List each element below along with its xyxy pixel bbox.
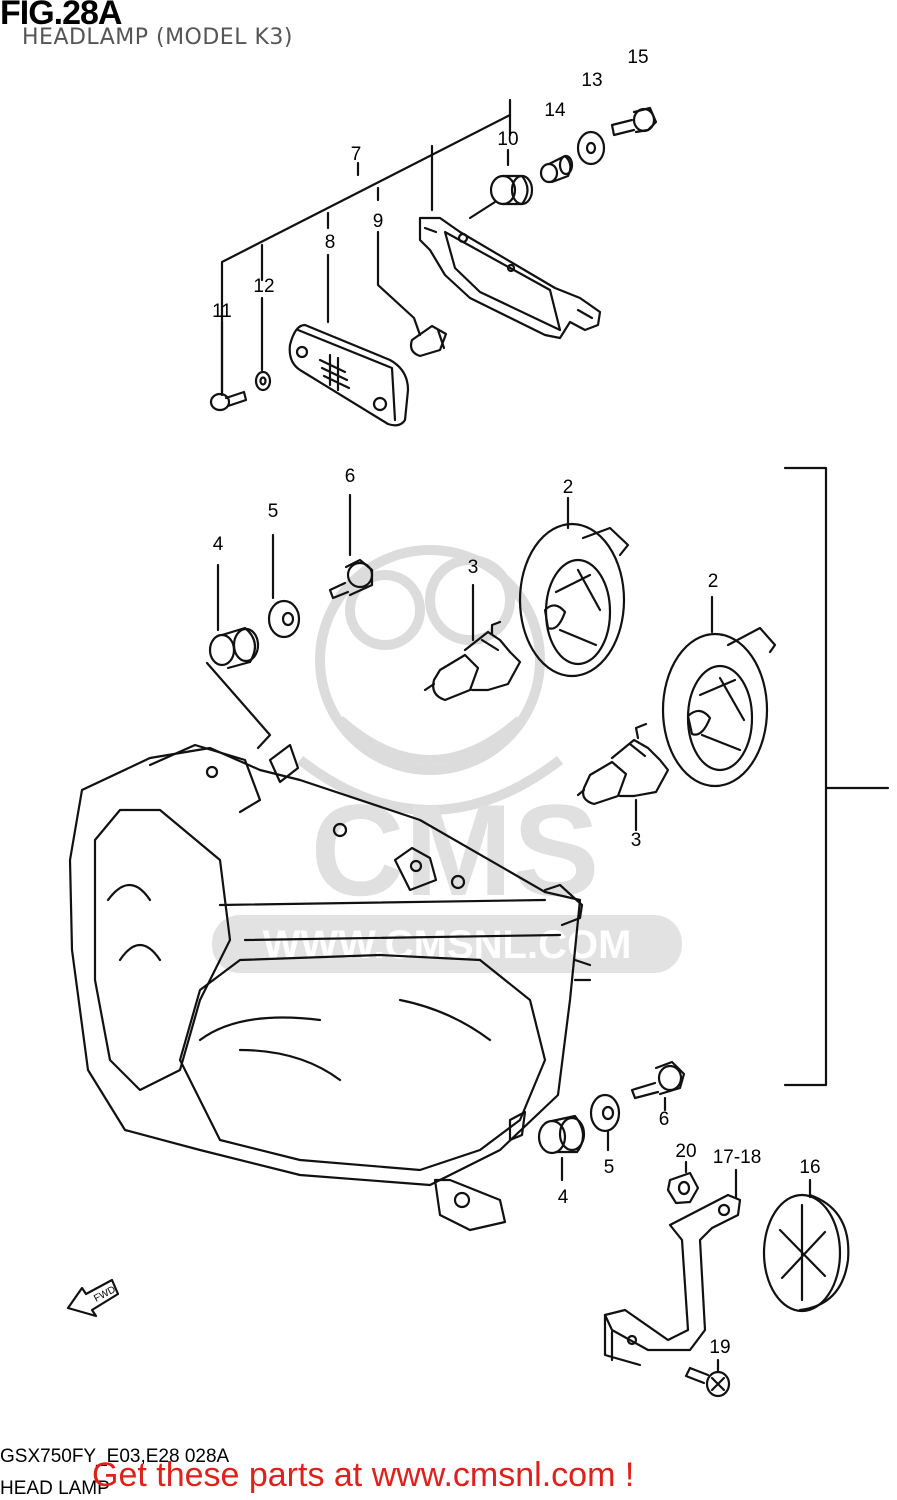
part-12-washer xyxy=(254,370,272,392)
part-2-socket-cover-upper xyxy=(518,496,630,678)
callout-label: 3 xyxy=(631,830,642,851)
callout-label: 3 xyxy=(468,557,479,578)
part-16-cap xyxy=(762,1178,850,1313)
part-19-screw xyxy=(684,1358,731,1398)
figure-subtitle: HEADLAMP (MODEL K3) xyxy=(22,25,293,50)
callout-label: 12 xyxy=(253,276,274,297)
part-9-bulb xyxy=(409,324,448,358)
part-5-washer-upper xyxy=(267,533,301,639)
watermark-url: WWW.CMSNL.COM xyxy=(263,923,632,967)
callout-label: 7 xyxy=(351,144,362,165)
callout-label: 11 xyxy=(212,301,232,322)
callout-label: 6 xyxy=(659,1109,670,1130)
callout-label: 5 xyxy=(604,1157,615,1178)
shop-link-banner[interactable]: Get these parts at www.cmsnl.com ! xyxy=(92,1456,635,1494)
part-6-bolt-lower xyxy=(630,1060,686,1112)
callout-label: 4 xyxy=(558,1187,569,1208)
part-8-license-lamp-lens xyxy=(288,323,410,427)
callout-label: 2 xyxy=(563,477,574,498)
callout-label: 6 xyxy=(345,466,356,487)
figure-name: HEAD LAMP xyxy=(0,1478,110,1499)
part-15-bolt xyxy=(610,106,658,137)
callout-label: 14 xyxy=(544,100,566,121)
callout-label: 8 xyxy=(325,232,336,253)
part-6-bolt-upper xyxy=(328,493,374,600)
part-1-headlamp-body xyxy=(68,743,592,1232)
callout-label: 17-18 xyxy=(713,1147,762,1168)
part-20-nut xyxy=(666,1160,700,1205)
part-13-washer xyxy=(576,130,606,166)
callout-label: 5 xyxy=(268,501,279,522)
callout-label: 10 xyxy=(497,129,518,150)
part-4-grommet-upper xyxy=(205,563,272,750)
part-2-socket-cover-lower xyxy=(661,595,777,788)
part-1-assembly-bracket xyxy=(783,466,890,1087)
callout-label: 19 xyxy=(709,1337,730,1358)
part-10-grommet xyxy=(468,174,534,220)
part-7-license-lamp-housing xyxy=(418,216,602,340)
part-3-bulb-upper xyxy=(423,583,522,702)
figure-code: GSX750FY_E03,E28 028A xyxy=(0,1446,230,1467)
callout-label: 15 xyxy=(627,47,648,68)
callout-label: 20 xyxy=(675,1141,696,1162)
callout-label: 13 xyxy=(581,70,602,91)
part-5-washer-lower xyxy=(589,1093,621,1152)
callout-label: 16 xyxy=(799,1157,820,1178)
callout-label: 9 xyxy=(373,211,384,232)
part-3-bulb-lower xyxy=(576,722,670,832)
part-4-grommet-lower xyxy=(537,1114,586,1182)
part-14-collar xyxy=(539,154,574,184)
fwd-arrow-icon xyxy=(66,1278,120,1318)
callout-label: 4 xyxy=(213,534,224,555)
watermark-brand: CMS xyxy=(311,777,600,923)
leader-group-7 xyxy=(220,98,512,397)
figure-title: FIG.28A xyxy=(0,0,122,32)
part-17-18-bracket xyxy=(603,1168,742,1367)
watermark-url-band xyxy=(212,915,682,973)
callout-label: 2 xyxy=(708,571,719,592)
part-11-screw xyxy=(209,390,248,412)
